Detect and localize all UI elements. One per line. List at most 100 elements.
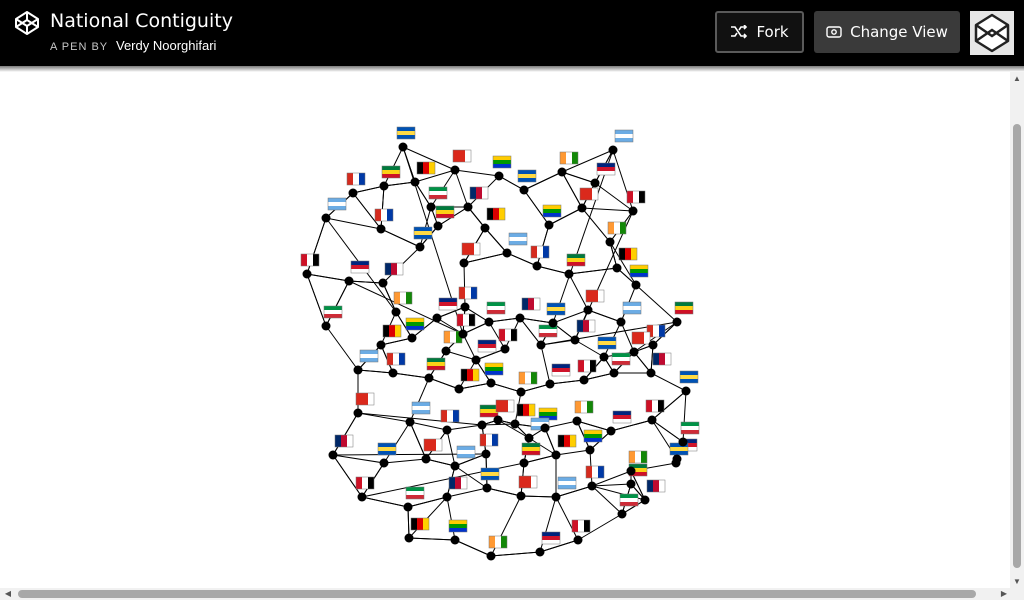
country-flag-icon[interactable] [426,357,446,371]
country-flag-icon[interactable] [410,517,430,531]
country-flag-icon[interactable] [458,286,478,300]
country-flag-icon[interactable] [479,433,499,447]
country-flag-icon[interactable] [461,242,481,256]
country-flag-icon[interactable] [488,535,508,549]
country-flag-icon[interactable] [546,302,566,316]
country-flag-icon[interactable] [629,264,649,278]
graph-node[interactable] [379,181,389,191]
country-flag-icon[interactable] [541,531,561,545]
vertical-scroll-thumb[interactable] [1013,124,1021,568]
graph-node[interactable] [573,535,583,545]
pen-title[interactable]: National Contiguity [50,10,233,32]
graph-node[interactable] [579,375,589,385]
country-flag-icon[interactable] [486,207,506,221]
country-flag-icon[interactable] [405,486,425,500]
country-flag-icon[interactable] [626,190,646,204]
country-flag-icon[interactable] [530,417,550,431]
graph-node[interactable] [454,384,464,394]
country-flag-icon[interactable] [557,434,577,448]
graph-node[interactable] [321,321,331,331]
graph-node[interactable] [376,340,386,350]
graph-node[interactable] [376,224,386,234]
country-flag-icon[interactable] [452,149,472,163]
country-flag-icon[interactable] [377,442,397,456]
horizontal-scroll-thumb[interactable] [18,590,976,598]
country-flag-icon[interactable] [645,399,665,413]
country-flag-icon[interactable] [574,400,594,414]
graph-node[interactable] [426,202,436,212]
graph-node[interactable] [629,347,639,357]
country-flag-icon[interactable] [652,352,672,366]
graph-node[interactable] [458,329,468,339]
graph-node[interactable] [672,317,682,327]
graph-node[interactable] [500,344,510,354]
graph-node[interactable] [398,142,408,152]
graph-node[interactable] [353,365,363,375]
codepen-logo-icon[interactable] [14,10,40,36]
graph-node[interactable] [442,492,452,502]
graph-node[interactable] [484,317,494,327]
graph-node[interactable] [378,278,388,288]
country-flag-icon[interactable] [416,161,436,175]
vertical-scrollbar[interactable]: ▲ ▼ [1010,72,1024,588]
graph-node[interactable] [353,408,363,418]
country-flag-icon[interactable] [382,324,402,338]
country-flag-icon[interactable] [680,421,700,435]
country-flag-icon[interactable] [346,172,366,186]
country-flag-icon[interactable] [495,399,515,413]
scroll-up-arrow-icon[interactable]: ▲ [1013,74,1021,83]
graph-node[interactable] [410,177,420,187]
graph-node[interactable] [460,302,470,312]
country-flag-icon[interactable] [518,371,538,385]
graph-node[interactable] [344,276,354,286]
country-flag-icon[interactable] [607,221,627,235]
graph-node[interactable] [441,346,451,356]
graph-node[interactable] [544,220,554,230]
country-flag-icon[interactable] [456,313,476,327]
country-flag-icon[interactable] [381,165,401,179]
country-flag-icon[interactable] [508,232,528,246]
graph-node[interactable] [626,479,636,489]
graph-node[interactable] [405,417,415,427]
graph-node[interactable] [617,509,627,519]
country-flag-icon[interactable] [628,450,648,464]
graph-node[interactable] [493,415,503,425]
graph-node[interactable] [407,333,417,343]
graph-node[interactable] [612,263,622,273]
graph-node[interactable] [442,425,452,435]
graph-node[interactable] [357,492,367,502]
change-view-button[interactable]: Change View [814,11,960,53]
country-flag-icon[interactable] [479,404,499,418]
country-flag-icon[interactable] [440,409,460,423]
country-flag-icon[interactable] [435,205,455,219]
graph-node[interactable] [640,495,650,505]
country-flag-icon[interactable] [486,301,506,315]
graph-node[interactable] [532,261,542,271]
graph-node[interactable] [433,221,443,231]
graph-node[interactable] [463,202,473,212]
country-flag-icon[interactable] [428,186,448,200]
graph-node[interactable] [450,535,460,545]
graph-node[interactable] [519,458,529,468]
graph-node[interactable] [348,188,358,198]
graph-node[interactable] [609,368,619,378]
graph-node[interactable] [648,340,658,350]
country-flag-icon[interactable] [612,410,632,424]
country-flag-icon[interactable] [530,245,550,259]
country-flag-icon[interactable] [646,324,666,338]
country-flag-icon[interactable] [538,324,558,338]
graph-node[interactable] [545,379,555,389]
graph-node[interactable] [577,203,587,213]
graph-node[interactable] [616,317,626,327]
country-flag-icon[interactable] [355,476,375,490]
graph-node[interactable] [450,461,460,471]
graph-node[interactable] [585,445,595,455]
country-flag-icon[interactable] [614,129,634,143]
country-flag-icon[interactable] [618,247,638,261]
graph-node[interactable] [626,466,636,476]
country-flag-icon[interactable] [597,336,617,350]
graph-node[interactable] [536,340,546,350]
country-flag-icon[interactable] [460,368,480,382]
graph-node[interactable] [540,423,550,433]
country-flag-icon[interactable] [393,291,413,305]
